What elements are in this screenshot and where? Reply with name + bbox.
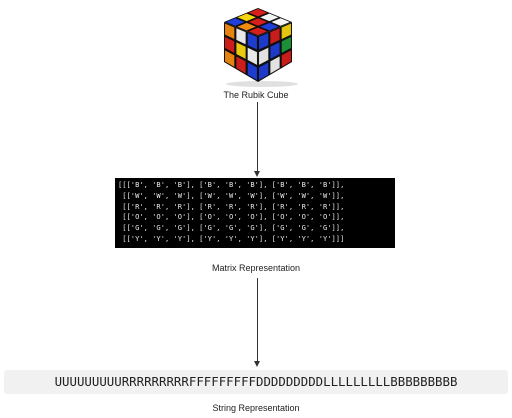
- cube-top-sticker: [247, 27, 269, 36]
- cube-right-sticker: [269, 55, 281, 75]
- cube-top-sticker: [247, 8, 269, 17]
- cube-left-sticker: [235, 27, 247, 45]
- matrix-line: [['Y', 'Y', 'Y'], ['Y', 'Y', 'Y'], ['Y',…: [118, 233, 345, 243]
- cube-right-sticker: [269, 27, 281, 45]
- cube-left-sticker: [224, 36, 235, 54]
- matrix-line: [['O', 'O', 'O'], ['O', 'O', 'O'], ['O',…: [118, 212, 345, 222]
- cube-top-sticker: [236, 13, 257, 22]
- cube-left-sticker: [247, 47, 258, 66]
- cube-top-sticker: [259, 13, 280, 22]
- arrow-cube-to-matrix-line: [257, 102, 258, 172]
- cube-top-sticker: [259, 22, 280, 31]
- matrix-line: [['G', 'G', 'G'], ['G', 'G', 'G'], ['G',…: [118, 223, 345, 233]
- cube-top-sticker: [247, 17, 269, 27]
- cube-left-sticker: [235, 41, 247, 60]
- cube-shadow: [226, 81, 298, 87]
- matrix-line: [['R', 'R', 'R'], ['R', 'R', 'R'], ['R',…: [118, 201, 345, 211]
- arrow-down-icon: [254, 361, 260, 367]
- cube-top-sticker: [236, 22, 257, 31]
- cube-top-sticker: [225, 17, 246, 27]
- cube-right-sticker: [269, 41, 281, 60]
- cube-right-sticker: [258, 47, 269, 66]
- rubik-cube-icon: [224, 8, 298, 87]
- string-value: UUUUUUUUURRRRRRRRRFFFFFFFFFDDDDDDDDDLLLL…: [54, 374, 458, 389]
- arrow-matrix-to-string-line: [257, 278, 258, 362]
- rubik-cube-faces: [224, 8, 298, 87]
- cube-right-sticker: [281, 49, 292, 68]
- string-caption: String Representation: [212, 403, 300, 413]
- matrix-line: [['W', 'W', 'W'], ['W', 'W', 'W'], ['W',…: [118, 190, 345, 200]
- string-bar: [4, 370, 508, 394]
- cube-caption: The Rubik Cube: [223, 90, 289, 100]
- matrix-caption: Matrix Representation: [211, 263, 301, 273]
- cube-right-sticker: [258, 61, 269, 81]
- matrix-line: [[['B', 'B', 'B'], ['B', 'B', 'B'], ['B'…: [118, 180, 345, 189]
- cube-top-sticker: [270, 17, 291, 27]
- cube-right-sticker: [258, 32, 269, 51]
- cube-left-sticker: [224, 49, 235, 68]
- matrix-terminal-box: [[['B', 'B', 'B'], ['B', 'B', 'B'], ['B'…: [115, 178, 395, 248]
- cube-right-sticker: [281, 36, 292, 54]
- cube-left-sticker: [224, 22, 235, 40]
- cube-left-sticker: [235, 55, 247, 75]
- cube-left-sticker: [247, 32, 258, 51]
- arrow-down-icon: [254, 171, 260, 177]
- cube-left-sticker: [247, 61, 258, 81]
- cube-right-sticker: [281, 22, 292, 40]
